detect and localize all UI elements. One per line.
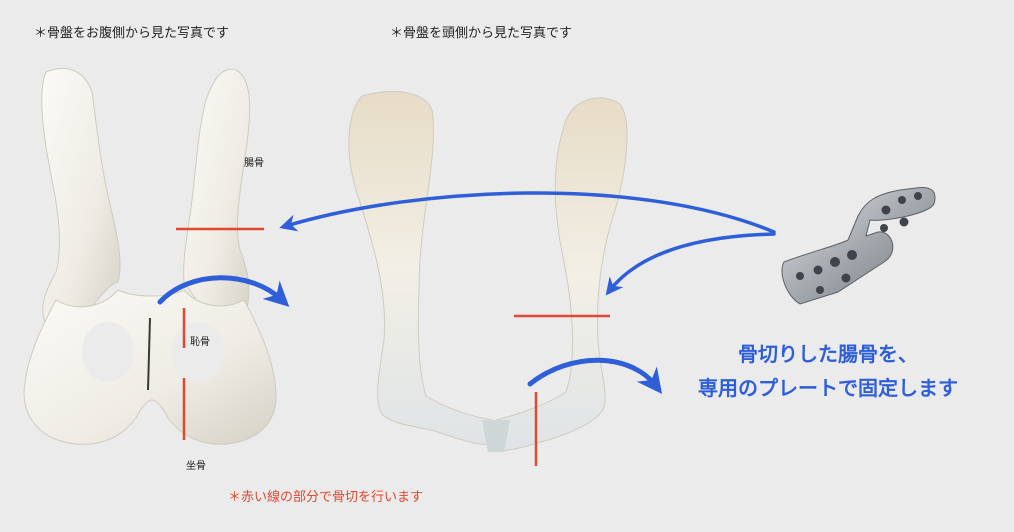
pelvis-cranial-view bbox=[348, 91, 628, 452]
callout-line-2: 専用のプレートで固定します bbox=[698, 376, 958, 400]
sacral-area bbox=[482, 420, 510, 452]
left-obturator-foramen bbox=[82, 322, 134, 382]
rotation-arrows bbox=[157, 191, 776, 394]
left-ilium-wing bbox=[41, 67, 121, 327]
bone-plate-holes bbox=[796, 192, 922, 294]
label-ilium: 腸骨 bbox=[244, 158, 264, 169]
rotation-arrow-left bbox=[157, 275, 290, 307]
rotation-arrow-right bbox=[527, 357, 663, 394]
pelvis-ventral-view bbox=[23, 67, 277, 445]
label-pubis: 恥骨 bbox=[190, 337, 210, 348]
bone-plate-body bbox=[781, 187, 936, 305]
caption-ventral-view: ＊骨盤をお腹側から見た写真です bbox=[34, 26, 230, 41]
cut-line-note: ＊赤い線の部分で骨切を行います bbox=[228, 490, 424, 505]
left-ilium-wing-cranial bbox=[348, 91, 493, 445]
bone-plate bbox=[781, 187, 936, 305]
right-ilium-wing bbox=[183, 68, 251, 327]
callout-line-1: 骨切りした腸骨を、 bbox=[738, 342, 918, 366]
plate-callout: 骨切りした腸骨を、 専用のプレートで固定します bbox=[668, 337, 988, 405]
cut-lines bbox=[176, 227, 610, 466]
right-ilium-wing-cranial bbox=[495, 97, 628, 451]
plate-pointer-arrow-long bbox=[279, 191, 776, 234]
plate-pointer-arrow-short bbox=[605, 232, 776, 296]
pelvic-floor bbox=[23, 289, 277, 445]
label-ischium: 坐骨 bbox=[186, 461, 206, 472]
right-obturator-foramen bbox=[172, 322, 224, 382]
caption-cranial-view: ＊骨盤を頭側から見た写真です bbox=[390, 26, 573, 41]
pubic-symphysis bbox=[147, 317, 151, 391]
